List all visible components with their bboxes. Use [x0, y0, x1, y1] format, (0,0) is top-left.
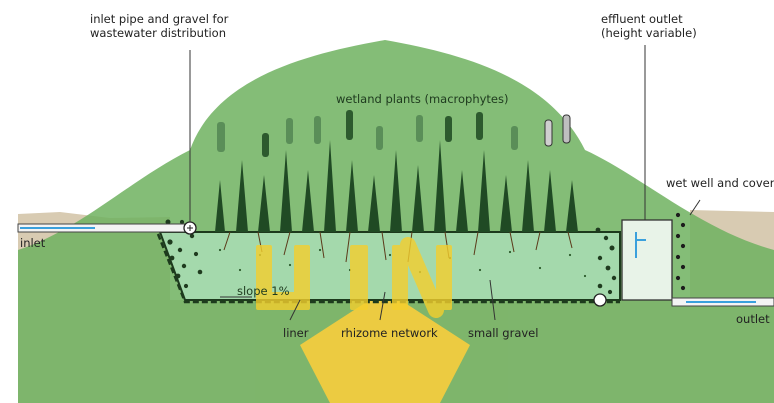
label-small-gravel: small gravel	[468, 326, 538, 340]
label-liner: liner	[283, 326, 308, 340]
inlet-pipe	[18, 222, 196, 234]
wetland-bed	[160, 232, 620, 300]
label-inlet-pipe: inlet pipe and gravel for wastewater dis…	[90, 12, 228, 40]
label-effluent-outlet: effluent outlet (height variable)	[601, 12, 697, 40]
label-inlet: inlet	[20, 236, 45, 250]
label-slope: slope 1%	[237, 284, 290, 298]
label-wet-well: wet well and cover	[666, 176, 774, 190]
label-wetland-plants: wetland plants (macrophytes)	[336, 92, 509, 106]
label-rhizome: rhizome network	[341, 326, 438, 340]
label-outlet: outlet	[736, 312, 770, 326]
